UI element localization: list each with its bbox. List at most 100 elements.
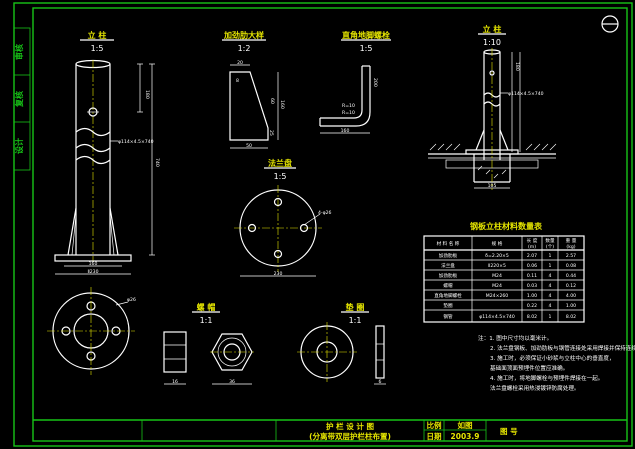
table-row: 螺帽 M24 0.03 4 0.12 — [443, 282, 576, 289]
table-header-length: 长 度 — [527, 237, 538, 244]
rib-dim-side: 25 — [268, 130, 274, 136]
washer-plan-hole: φ26 — [127, 297, 136, 303]
drawing-title: 护 栏 设 计 图 — [326, 421, 374, 431]
table-cell-spec: M24 — [492, 283, 502, 289]
post-dim-total: 740 — [154, 158, 160, 167]
table-cell-qty: 1 — [549, 253, 552, 259]
table-cell-length: 0.03 — [527, 283, 537, 289]
table-cell-qty: 1 — [549, 314, 552, 320]
nut-view-title: 螺 帽 — [197, 302, 216, 312]
table-cell-weight: 0.08 — [566, 263, 576, 269]
washer-view-title: 垫 圈 — [346, 302, 365, 312]
bolt-dim-bottom: 160 — [341, 128, 350, 134]
table-cell-spec: Ⅱ220×5 — [488, 263, 506, 269]
material-table: 钢板立柱材料数量表 材 料 名 称 规 格 长 度 (m) 数量 (个) 重 量… — [423, 221, 585, 323]
table-cell-name: 垫圈 — [443, 302, 453, 309]
table-cell-name: 加劲肋板 — [439, 272, 458, 279]
rib-detail-view: 加劲肋大样 1:2 20 160 60 25 50 8 — [222, 30, 285, 149]
title-block: 护 栏 设 计 图 (分离带双层护栏柱布置) 比例 如图 日期 2003.9 图… — [141, 420, 518, 441]
flange-view-scale: 1:5 — [274, 172, 287, 181]
table-cell-length: 0.06 — [527, 263, 537, 269]
table-cell-weight: 0.12 — [566, 283, 576, 289]
date-value: 2003.9 — [451, 432, 480, 441]
anchor-bolt-view: 直角地脚螺栓 1:5 200 R=10 R=10 160 — [319, 30, 391, 134]
rib-dim-thickness: 8 — [236, 78, 239, 84]
note-line: 2. 法兰盘钢板、加劲肋板与钢管连接处采用焊接并保持连续焊接。 — [490, 344, 635, 352]
table-header-name: 材 料 名 称 — [437, 240, 460, 247]
post-view-scale: 1:5 — [91, 44, 104, 53]
note-line: 4. 施工时，将地脚螺栓与预埋件焊接在一起。 — [490, 374, 603, 382]
bolt-dim-r2: R=10 — [342, 110, 355, 116]
note-line: 法兰盘螺栓采用热浸镀锌防腐处理。 — [490, 384, 580, 392]
side-label-review: 审核 — [14, 44, 24, 60]
table-cell-name: 加劲肋板 — [439, 252, 458, 259]
side-label-design: 设计 — [14, 138, 24, 154]
table-cell-length: 1.00 — [527, 293, 537, 299]
flange-plan-view: 法兰盘 1:5 4-φ26 230 — [234, 158, 332, 277]
table-cell-length: 0.11 — [527, 273, 537, 279]
nut-view: 螺 帽 1:1 16 36 — [163, 302, 254, 385]
table-cell-length: 0.22 — [527, 303, 537, 309]
note-line: 注：1. 图中尺寸均以毫米计。 — [478, 334, 552, 342]
rib-view-scale: 1:2 — [238, 44, 251, 53]
install-view-title: 立 柱 — [483, 24, 502, 34]
bolt-view-scale: 1:5 — [360, 44, 373, 53]
table-row: 垫圈 0.22 4 1.00 — [443, 302, 576, 309]
sheet-border — [13, 2, 633, 447]
table-cell-qty: 4 — [549, 273, 552, 279]
table-cell-spec: M24×260 — [486, 293, 509, 299]
table-cell-weight: 2.57 — [566, 253, 576, 259]
table-unit-weight: (kg) — [566, 244, 575, 250]
date-label: 日期 — [427, 431, 442, 441]
post-dim-base-inner: 160 — [89, 261, 98, 267]
table-row: 加劲肋板 δ=2.20×5 2.07 1 2.57 — [439, 252, 576, 259]
install-dim-h: 180 — [514, 62, 520, 71]
table-header-qty: 数量 — [545, 237, 555, 244]
washer-plan-view: φ26 — [47, 287, 136, 375]
post-dim-upper: 180 — [144, 90, 150, 99]
scale-value: 如图 — [458, 420, 473, 430]
table-cell-name: 钢管 — [443, 313, 453, 320]
flange-dim-width: 230 — [274, 271, 283, 277]
post-installation-view: 立 柱 1:10 φ114×4.5×740 180 105 — [428, 24, 557, 190]
table-row: 加劲肋板 M24 0.11 4 0.44 — [439, 272, 576, 279]
side-label-strip: 审核 复核 设计 — [13, 27, 31, 171]
install-view-scale: 1:10 — [483, 38, 501, 47]
table-cell-spec: δ=2.20×5 — [485, 253, 509, 259]
post-dim-base-outer: Ⅱ230 — [87, 269, 98, 275]
post-pipe-label: φ114×4.5×740 — [118, 139, 154, 145]
drawing-subtitle: (分离带双层护栏柱布置) — [309, 431, 391, 441]
table-cell-length: 2.07 — [527, 253, 537, 259]
nut-view-scale: 1:1 — [200, 316, 213, 325]
flange-dim-hole: 4-φ26 — [318, 210, 332, 216]
table-cell-weight: 4.00 — [566, 293, 576, 299]
table-row: 直角地脚螺栓 M24×260 1.00 4 4.00 — [434, 292, 576, 299]
table-cell-qty: 1 — [549, 263, 552, 269]
bolt-view-title: 直角地脚螺栓 — [342, 30, 390, 40]
drawing-frame — [32, 7, 628, 442]
table-cell-weight: 8.02 — [566, 314, 576, 320]
scale-label: 比例 — [427, 420, 442, 430]
washer-dim-t: 6 — [379, 379, 382, 385]
table-row: 法兰盘 Ⅱ220×5 0.06 1 0.08 — [441, 262, 576, 269]
install-pipe-label: φ114×4.5×740 — [508, 91, 544, 97]
table-header-spec: 规 格 — [492, 240, 503, 247]
notes-block: 注：1. 图中尺寸均以毫米计。 2. 法兰盘钢板、加劲肋板与钢管连接处采用焊接并… — [478, 334, 635, 392]
post-view-title: 立 柱 — [88, 30, 107, 40]
post-elevation-view: 立 柱 1:5 180 740 φ114×4.5×740 160 — [54, 30, 160, 275]
table-unit-qty: (个) — [546, 244, 554, 250]
table-cell-weight: 0.44 — [566, 273, 576, 279]
bolt-dim-height: 200 — [372, 78, 378, 87]
sheet-label: 图 号 — [500, 427, 518, 436]
table-cell-spec: M24 — [492, 273, 502, 279]
flange-view-title: 法兰盘 — [268, 158, 292, 168]
nut-dim-d: 36 — [229, 379, 235, 385]
table-cell-spec: φ114×4.5×740 — [479, 314, 515, 320]
section-symbol-icon — [601, 15, 619, 33]
table-cell-qty: 4 — [549, 293, 552, 299]
rib-dim-angle: 60 — [269, 98, 275, 104]
side-label-check: 复核 — [14, 91, 24, 108]
table-title: 钢板立柱材料数量表 — [470, 221, 543, 231]
table-cell-name: 螺帽 — [443, 282, 453, 289]
